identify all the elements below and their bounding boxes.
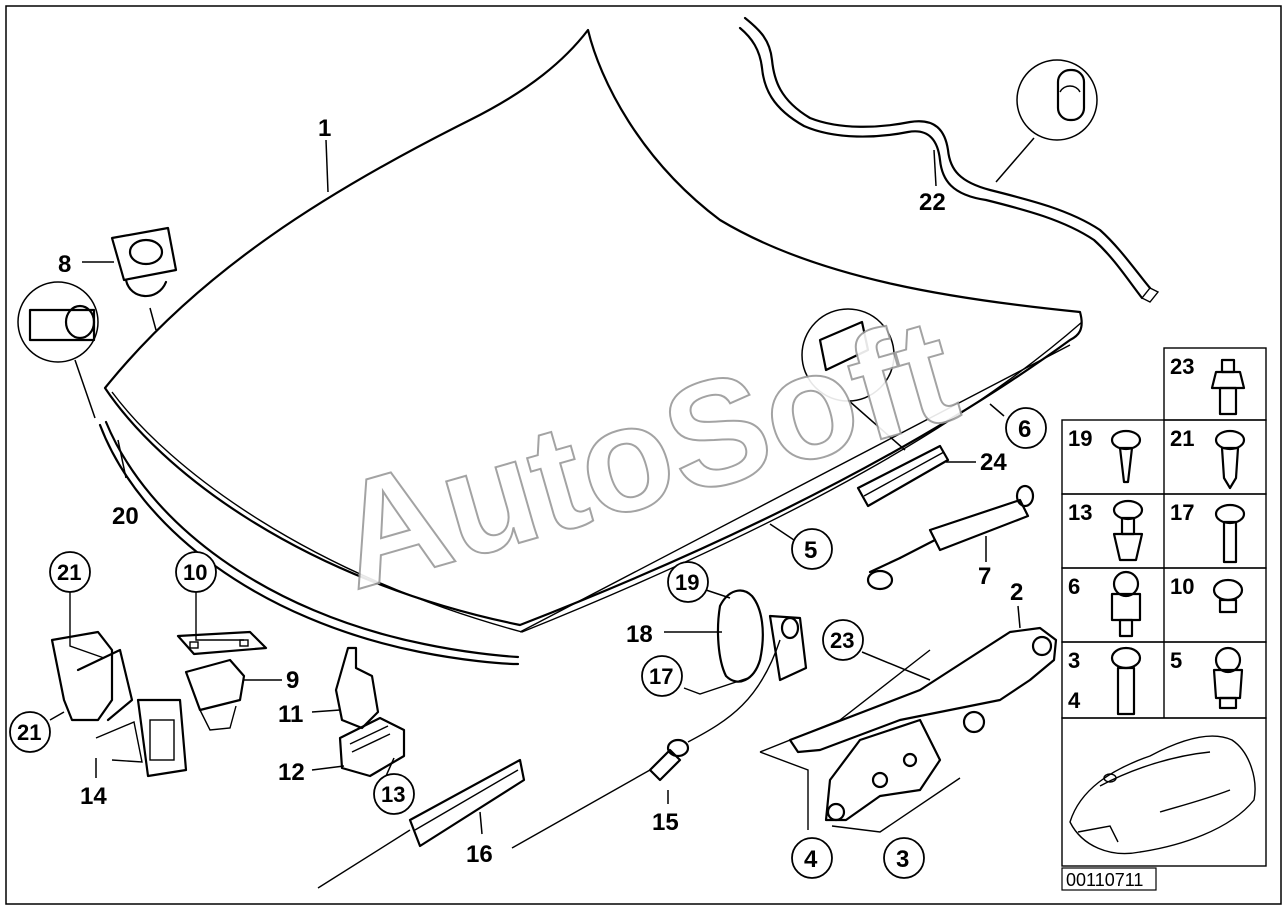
- callout-4: 4: [804, 846, 818, 873]
- callout-12: 12: [278, 759, 305, 786]
- handle-bracket: [338, 716, 406, 778]
- vehicle-silhouette: [1069, 735, 1256, 855]
- table-label-10: 10: [1170, 574, 1194, 599]
- callout-13: 13: [381, 782, 405, 807]
- gas-strut: [866, 484, 1035, 591]
- callout-23: 23: [830, 628, 854, 653]
- fastener-3-4-drawing: [1110, 646, 1142, 716]
- callout-22: 22: [919, 189, 946, 216]
- fastener-19-drawing: [1110, 429, 1142, 484]
- table-label-19: 19: [1068, 426, 1092, 451]
- callout-10: 10: [183, 560, 207, 585]
- callout-6: 6: [1018, 416, 1031, 443]
- fastener-17-drawing: [1214, 503, 1246, 564]
- hinge-leaders: [759, 649, 961, 833]
- diagram-code: 00110711: [1066, 870, 1143, 890]
- table-label-17: 17: [1170, 500, 1194, 525]
- fastener-6-drawing: [1110, 570, 1142, 638]
- callout-2: 2: [1010, 579, 1023, 606]
- fastener-5-drawing: [1212, 646, 1244, 710]
- callout-15: 15: [652, 809, 679, 836]
- hood-lock-lower: [50, 630, 188, 778]
- hood-seal-rear: [738, 16, 1160, 303]
- callout-3: 3: [896, 846, 909, 873]
- table-label-4: 4: [1068, 688, 1081, 713]
- table-label-21: 21: [1170, 426, 1194, 451]
- seal-profile: [856, 444, 950, 508]
- diagram-border: [5, 5, 1282, 905]
- callout-14: 14: [80, 783, 107, 810]
- callout-21-left: 21: [17, 720, 41, 745]
- callout-21-top: 21: [57, 560, 81, 585]
- callout-1: 1: [318, 115, 331, 142]
- callout-9: 9: [286, 667, 299, 694]
- table-label-3: 3: [1068, 648, 1080, 673]
- release-lever: [716, 589, 808, 683]
- fastener-10-drawing: [1212, 578, 1244, 614]
- callout-17: 17: [649, 664, 673, 689]
- callout-7: 7: [978, 563, 991, 590]
- fastener-13-drawing: [1112, 499, 1144, 562]
- fastener-table: 23 19 21 13 17 6 10 3 4 5: [1061, 347, 1267, 867]
- fastener-23-drawing: [1210, 358, 1246, 416]
- callout-20: 20: [112, 503, 139, 530]
- hood-seal-front: [98, 420, 520, 666]
- seal-detail-view-24: [801, 308, 906, 451]
- callout-18: 18: [626, 621, 653, 648]
- rubber-buffer: [110, 226, 178, 331]
- seal-detail-view-22: [995, 59, 1098, 183]
- fastener-21-drawing: [1214, 429, 1246, 490]
- table-label-5: 5: [1170, 648, 1182, 673]
- release-cable: [511, 639, 781, 849]
- callout-11: 11: [278, 701, 303, 728]
- callout-8: 8: [58, 251, 71, 278]
- hood-lock-upper: [176, 630, 268, 731]
- table-label-6: 6: [1068, 574, 1080, 599]
- table-label-13: 13: [1068, 500, 1092, 525]
- table-label-23: 23: [1170, 354, 1194, 379]
- callout-19: 19: [675, 570, 699, 595]
- callout-16: 16: [466, 841, 493, 868]
- seal-detail-view-20: [17, 281, 99, 419]
- hood-hinge: [788, 626, 1058, 822]
- hood-panel: [103, 28, 1083, 633]
- release-handle: [334, 646, 380, 730]
- callout-5: 5: [804, 537, 817, 564]
- callout-24: 24: [980, 449, 1007, 476]
- cable-bracket: [317, 758, 526, 889]
